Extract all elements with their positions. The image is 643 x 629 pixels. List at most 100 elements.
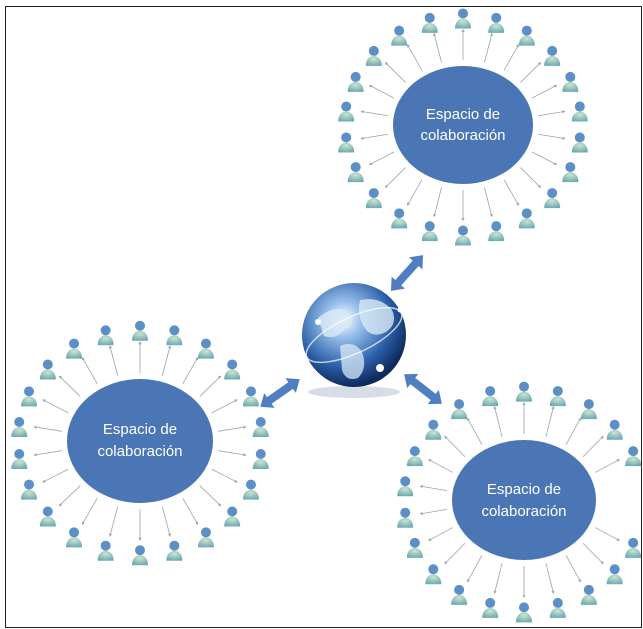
person-icon [97,540,114,561]
person-icon [580,399,597,420]
person-icon [544,45,561,66]
hub-label-line2: colaboración [420,127,505,144]
spoke-line [493,405,503,437]
hub-left: Espacio de colaboración [67,379,213,503]
person-icon [425,564,442,585]
person-icon [571,132,588,153]
person-icon [571,101,588,122]
hub-label-line2: colaboración [97,443,182,460]
spoke-line [433,187,442,218]
people-layer [11,8,642,623]
person-icon [166,325,183,346]
person-icon [606,419,623,440]
spoke-line [503,179,519,206]
arrow-globe-bottom [404,373,442,405]
person-icon [625,537,642,558]
person-icon [544,188,561,209]
spoke-line [368,84,395,99]
person-icon [488,221,505,242]
person-icon [347,71,364,92]
spoke-line [199,375,222,397]
person-icon [455,225,471,246]
spoke-line [493,563,503,595]
person-icon [365,45,382,66]
spoke-line [594,459,621,473]
person-icon [252,448,269,469]
spoke-line [444,542,466,565]
person-icon [516,602,532,623]
hub-label-line2: colaboración [481,503,566,520]
spoke-line [360,133,388,140]
person-icon [224,506,241,527]
hub-ellipse [452,440,596,560]
person-icon [21,479,38,500]
arrows [260,255,442,408]
spoke-line [33,450,62,457]
person-icon [406,537,423,558]
spoke-line [545,405,555,437]
person-icon [338,132,355,153]
globe-icon [302,283,406,398]
spoke-line [407,44,423,71]
person-icon [625,446,642,467]
spoke-line [108,506,119,537]
spoke-line [538,133,566,140]
spoke-line [360,110,388,117]
person-icon [347,162,364,183]
hub-ellipse [393,66,533,184]
spoke-line [211,399,238,414]
person-icon [166,540,183,561]
person-icon [97,325,114,346]
spoke-line [538,110,566,117]
person-icon [66,338,83,359]
person-icon [488,12,505,33]
person-icon [606,564,623,585]
person-icon [562,71,579,92]
hub-label-line1: Espacio de [426,106,500,123]
spoke-line [467,555,483,583]
person-icon [224,359,241,380]
spoke-line [58,375,81,397]
spoke-line [467,417,483,445]
person-icon [516,381,532,402]
spoke-line [42,468,69,483]
person-icon [197,338,214,359]
spoke-line [218,450,247,457]
person-icon [338,101,355,122]
person-icon [482,386,499,407]
spoke-line [407,179,423,206]
spoke-line [218,425,247,432]
person-icon [580,584,597,605]
person-icon [451,399,468,420]
spoke-line [427,527,454,541]
spoke-line [161,506,172,537]
arrow-globe-top [390,255,424,291]
person-icon [11,448,28,469]
spoke-line [58,485,81,507]
spoke-line [81,498,98,526]
spoke-line [582,435,604,458]
person-icon [549,597,566,618]
person-icon [39,506,56,527]
person-icon [11,417,28,438]
person-icon [451,584,468,605]
person-icon [252,417,269,438]
person-icon [421,221,438,242]
person-icon [242,386,259,407]
person-icon [242,479,259,500]
spoke-line [520,167,542,189]
spoke-line [368,151,395,166]
spoke-line [484,187,493,218]
person-icon [549,386,566,407]
person-icon [421,12,438,33]
person-icon [39,359,56,380]
spoke-line [484,32,493,63]
person-icon [562,162,579,183]
arrow-globe-left [260,378,300,408]
spoke-line [545,563,555,595]
person-icon [455,8,471,29]
spoke-line [33,425,62,432]
person-icon [391,208,408,229]
